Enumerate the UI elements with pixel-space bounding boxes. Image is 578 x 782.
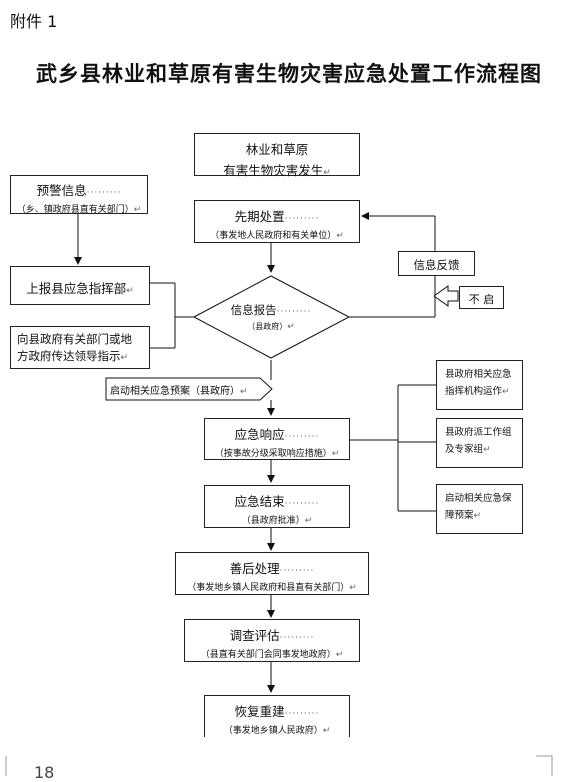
node-no-start: 不 启: [459, 286, 504, 309]
node-response: 应急响应········· （按事故分级采取响应措施）↵: [204, 418, 350, 460]
warning-main: 预警信息·········: [36, 183, 122, 198]
return-mark: ↵: [335, 650, 344, 660]
leader-dots: ·········: [284, 432, 320, 442]
return-mark: ↵: [287, 322, 295, 332]
page-number: 18: [34, 763, 55, 782]
end-main: 应急结束·········: [234, 494, 320, 509]
return-mark: ↵: [120, 353, 129, 363]
node-evaluation: 调查评估········· （县直有关部门会同事发地政府）↵: [184, 619, 360, 662]
warning-sub: （乡、镇政府县直有关部门）↵: [16, 205, 142, 215]
leader-dots: ·········: [279, 633, 315, 643]
leader-dots: ·········: [284, 499, 320, 509]
report-up-label: 上报县应急指挥部↵: [26, 281, 134, 296]
page-title: 武乡县林业和草原有害生物灾害应急处置工作流程图: [36, 61, 542, 86]
no-start-arrow: [433, 285, 459, 307]
plan-start-label: 启动相关应急预案（县政府）↵: [110, 386, 248, 397]
rebuild-main: 恢复重建·········: [234, 704, 320, 719]
return-mark: ↵: [322, 726, 331, 736]
node-plan-start: 启动相关应急预案（县政府）↵: [110, 382, 260, 397]
response-main: 应急响应·········: [234, 427, 320, 442]
return-mark: ↵: [240, 387, 248, 397]
side1-label: 县政府相关应急指挥机构运作↵: [445, 369, 512, 397]
node-side1: 县政府相关应急指挥机构运作↵: [436, 360, 523, 410]
return-mark: ↵: [126, 286, 134, 296]
node-warning: 预警信息········· （乡、镇政府县直有关部门）↵: [10, 175, 148, 215]
return-mark: ↵: [473, 511, 482, 521]
occurrence-line1: 林业和草原: [245, 142, 309, 157]
side2-label: 县政府派工作组及专家组↵: [445, 427, 512, 455]
node-feedback: 信息反馈: [398, 251, 475, 276]
initial-sub: （事发地人民政府和有关单位）↵: [210, 231, 344, 241]
evaluation-sub: （县直有关部门会同事发地政府）↵: [200, 650, 344, 660]
node-initial: 先期处置········· （事发地人民政府和有关单位）↵: [194, 200, 360, 243]
feedback-label: 信息反馈: [413, 258, 460, 272]
node-occurrence: 林业和草原 有害生物灾害发生↵: [194, 133, 360, 178]
return-mark: ↵: [133, 205, 142, 215]
node-side2: 县政府派工作组及专家组↵: [436, 418, 523, 468]
return-mark: ↵: [502, 387, 510, 397]
no-start-label: 不 启: [468, 293, 495, 306]
leader-dots: ·········: [276, 307, 312, 317]
attachment-label: 附件 1: [10, 12, 58, 31]
inform-label: 向县政府有关部门或地方政府传达领导指示↵: [17, 332, 132, 363]
leader-dots: ·········: [284, 214, 320, 224]
node-aftermath: 善后处理········· （事发地乡镇人民政府和县直有关部门）↵: [175, 552, 369, 595]
return-mark: ↵: [349, 583, 357, 593]
aftermath-sub: （事发地乡镇人民政府和县直有关部门）↵: [187, 583, 357, 593]
occurrence-line2: 有害生物灾害发生↵: [223, 163, 331, 178]
plan-start-shape: [105, 377, 273, 401]
node-report-up: 上报县应急指挥部↵: [10, 266, 150, 305]
end-sub: （县政府批准）↵: [241, 516, 313, 526]
leader-dots: ·········: [284, 709, 320, 719]
node-info-report: 信息报告········· （县政府）↵: [226, 302, 316, 332]
initial-main: 先期处置·········: [234, 209, 320, 224]
side3-label: 启动相关应急保障预案↵: [445, 493, 512, 521]
return-mark: ↵: [483, 445, 491, 455]
aftermath-main: 善后处理·········: [229, 561, 315, 576]
node-side3: 启动相关应急保障预案↵: [436, 484, 523, 534]
leader-dots: ·········: [86, 188, 122, 198]
leader-dots: ·········: [279, 566, 315, 576]
response-sub: （按事故分级采取响应措施）↵: [214, 449, 340, 459]
return-mark: ↵: [323, 168, 331, 178]
return-mark: ↵: [336, 231, 344, 241]
return-mark: ↵: [304, 516, 313, 526]
node-rebuild: 恢复重建········· （事发地乡镇人民政府）↵: [204, 695, 350, 737]
info-report-main: 信息报告·········: [230, 303, 312, 317]
node-end: 应急结束········· （县政府批准）↵: [204, 485, 350, 528]
rebuild-sub: （事发地乡镇人民政府）↵: [223, 726, 331, 736]
evaluation-main: 调查评估·········: [229, 628, 315, 643]
return-mark: ↵: [331, 449, 340, 459]
info-report-diamond: [192, 275, 351, 359]
node-inform: 向县政府有关部门或地方政府传达领导指示↵: [10, 326, 150, 369]
info-report-sub: （县政府）↵: [247, 322, 295, 332]
